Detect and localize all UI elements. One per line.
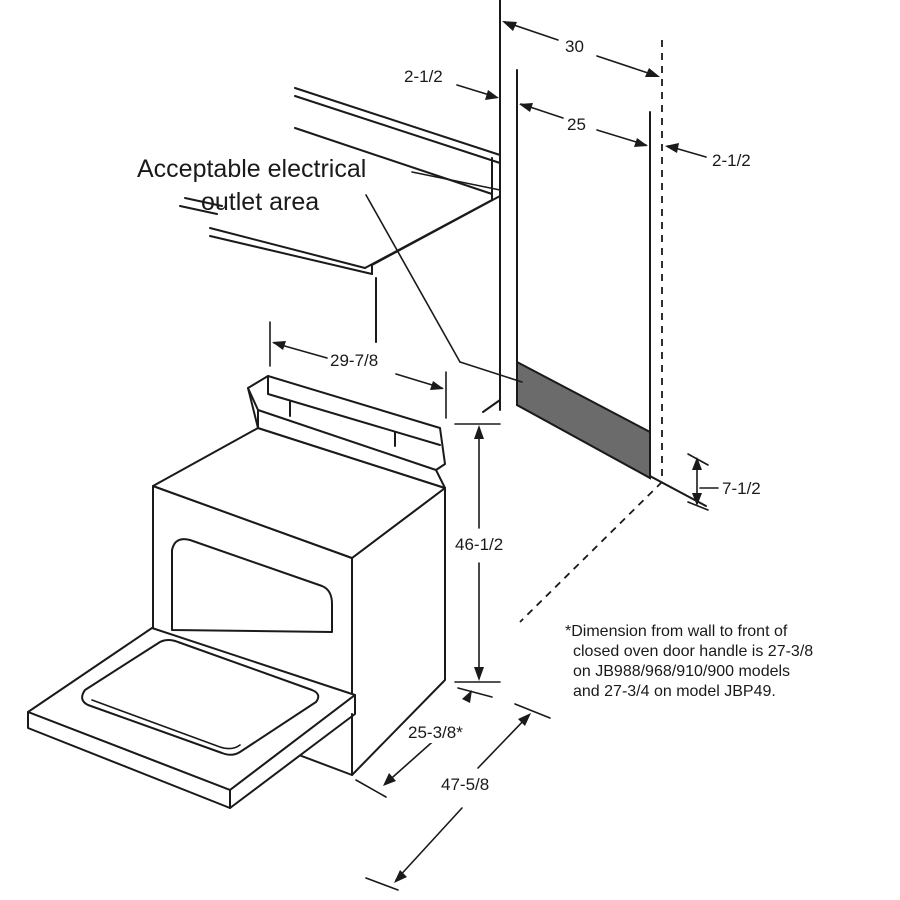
dim-overall-line-top (477, 715, 529, 769)
wall-cabinet (482, 0, 707, 623)
callout-leader-end (459, 361, 523, 383)
dim-height-arrow-bottom (474, 667, 484, 681)
dim-depth-tick-top (457, 687, 493, 698)
dim-overall-tick-top (514, 703, 551, 719)
dim-depth-arrow-top (462, 690, 472, 703)
countertop-back-edge-1 (294, 87, 501, 156)
countertop (179, 87, 501, 343)
dimension-lines (269, 21, 719, 891)
countertop-front-edge (209, 227, 366, 269)
dim-width-arrow-left (272, 341, 286, 350)
footnote: *Dimension from wall to front of closed … (565, 622, 895, 702)
countertop-front-edge-2 (209, 235, 373, 275)
dim-width-arrow-right (430, 381, 444, 390)
dim-overall-arrow-bottom (394, 870, 407, 883)
callout-underline (411, 171, 501, 191)
callout-leader (365, 194, 461, 363)
break-mark-1 (184, 197, 223, 207)
footnote-line-2: closed oven door handle is 27-3/8 (573, 643, 814, 660)
callout-label-line1: Acceptable electrical (137, 155, 367, 183)
dim-right-offset-label: 2-1/2 (712, 151, 751, 171)
dim-25-arrow-left (519, 103, 533, 112)
dim-25-label: 25 (567, 115, 586, 135)
dim-25-arrow-right (634, 138, 648, 147)
dim-height-label: 46-1/2 (455, 535, 504, 555)
dim-outlet-tick-top (687, 453, 709, 466)
dim-height-arrow-top (474, 425, 484, 439)
dim-outlet-arrow-bottom (692, 493, 702, 506)
callout-label-line2: outlet area (201, 188, 320, 216)
dim-30-arrow-right (645, 68, 660, 77)
dim-depth-label: 25-3/8* (408, 723, 463, 743)
oven-door-side-edge (229, 694, 356, 809)
dim-overall-label: 47-5/8 (441, 775, 490, 795)
floor-dashed-line (519, 481, 663, 623)
dim-30-label: 30 (565, 37, 584, 57)
dim-width-label: 29-7/8 (330, 351, 379, 371)
break-mark-2 (179, 205, 218, 215)
dim-left-offset-arrow (485, 90, 499, 100)
outlet-area-shading (516, 360, 651, 480)
dim-left-offset-label: 2-1/2 (404, 67, 443, 87)
dim-30-arrow-left (502, 21, 517, 31)
dim-overall-line-bottom (395, 807, 463, 881)
dim-overall-arrow-top (518, 713, 531, 726)
countertop-back-edge-2 (294, 95, 501, 164)
floor-corner-line (482, 399, 501, 413)
oven-door-inner-lip (91, 699, 241, 750)
backguard-front-edge (267, 375, 441, 446)
footnote-line-3: on JB988/968/910/900 models (573, 663, 791, 680)
dim-right-offset-arrow (665, 143, 679, 153)
dim-depth-arrow-bottom (383, 773, 396, 786)
dim-overall-tick-bottom (365, 877, 399, 891)
oven-door-inner-panel (81, 639, 320, 756)
range (27, 375, 446, 809)
footnote-line-4: and 27-3/4 on model JBP49. (573, 683, 776, 700)
dim-outlet-arrow-top (692, 457, 702, 470)
footnote-line-1: *Dimension from wall to front of (565, 623, 788, 640)
dim-depth-tick-bottom (355, 779, 387, 798)
countertop-front-right-2 (364, 199, 493, 269)
countertop-top-edge (294, 127, 493, 195)
dim-outlet-tick-bottom (687, 501, 709, 511)
range-backguard (247, 375, 446, 489)
dim-outlet-label: 7-1/2 (722, 479, 761, 499)
oven-window (171, 538, 333, 633)
